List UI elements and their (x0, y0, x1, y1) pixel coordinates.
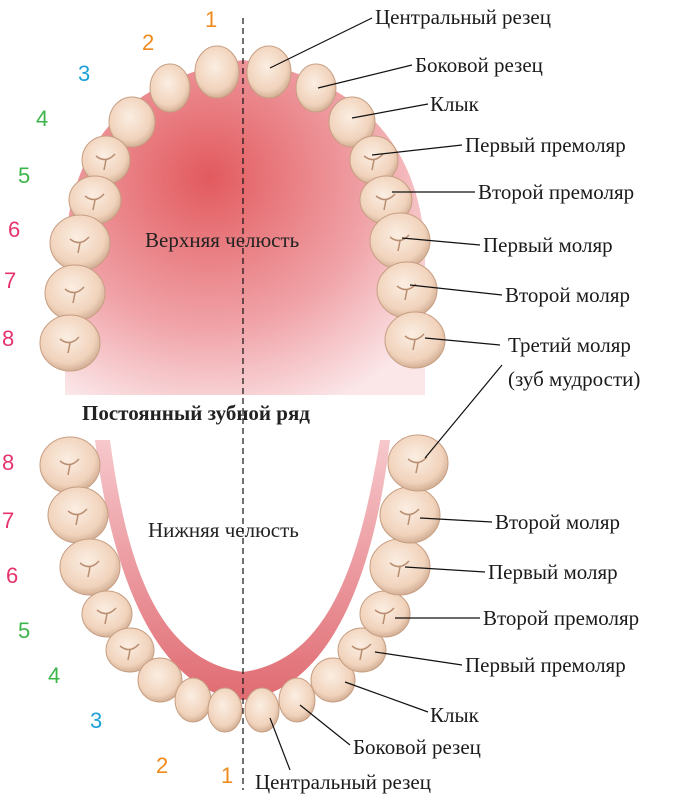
lower-gum (95, 440, 390, 700)
pointer-line (299, 704, 351, 746)
number-upper-3: 3 (78, 61, 90, 86)
label-lower-first-premolar: Первый премоляр (465, 653, 626, 677)
label-lower-central-incisor: Центральный резец (255, 770, 431, 794)
number-upper-6: 6 (8, 217, 20, 242)
number-upper-1: 1 (205, 7, 217, 32)
tooth-groove (59, 458, 80, 476)
tooth-upper-right-canine (328, 96, 376, 148)
tooth-upper-right-central-incisor (246, 45, 292, 99)
number-lower-2: 2 (156, 753, 168, 778)
tooth-groove (69, 236, 90, 254)
tooth-groove (96, 607, 117, 625)
tooth-lower-right-lateral-incisor (278, 677, 316, 723)
tooth-groove (84, 193, 105, 211)
pointer-line (404, 566, 486, 573)
tooth-groove (389, 560, 410, 578)
upper-palate (65, 60, 425, 395)
upper-jaw-label: Верхняя челюсть (145, 228, 299, 252)
tooth-upper-right-lateral-incisor (295, 63, 337, 113)
pointer-line (419, 517, 493, 523)
pointer-line (424, 337, 501, 346)
pointer-line (269, 717, 291, 771)
tooth-groove (351, 643, 372, 661)
pointer-line (424, 364, 503, 459)
tooth-lower-right-central-incisor (244, 687, 280, 733)
number-lower-3: 3 (90, 708, 102, 733)
label-lower-first-molar: Первый моляр (488, 560, 618, 584)
tooth-lower-right-canine (310, 657, 356, 703)
tooth-lower-left-canine (137, 657, 183, 703)
tooth-groove (363, 153, 384, 171)
label-third-molar: Третий моляр (508, 333, 631, 357)
pointer-line (374, 651, 463, 666)
number-lower-4: 4 (48, 663, 60, 688)
label-lower-lateral-incisor: Боковой резец (353, 735, 481, 759)
tooth-groove (67, 508, 88, 526)
number-upper-7: 7 (4, 268, 16, 293)
tooth-groove (95, 153, 116, 171)
number-lower-8: 8 (2, 450, 14, 475)
pointer-line (269, 17, 373, 69)
number-upper-5: 5 (18, 163, 30, 188)
label-lower-second-molar: Второй моляр (495, 510, 620, 534)
tooth-groove (119, 643, 140, 661)
lower-jaw-label: Нижняя челюсть (148, 518, 299, 542)
number-lower-6: 6 (6, 563, 18, 588)
dentition-title: Постоянный зубной ряд (82, 401, 310, 425)
number-upper-4: 4 (36, 106, 48, 131)
label-upper-first-molar: Первый моляр (483, 233, 613, 257)
pointer-line (351, 103, 429, 119)
pointer-line (401, 237, 481, 246)
label-upper-first-premolar: Первый премоляр (465, 133, 626, 157)
pointer-lines (269, 17, 503, 771)
tooth-groove (375, 193, 396, 211)
label-lower-canine: Клык (430, 703, 480, 727)
tooth-groove (399, 508, 420, 526)
number-upper-2: 2 (142, 30, 154, 55)
tooth-groove (59, 336, 80, 354)
number-lower-5: 5 (18, 618, 30, 643)
number-upper-8: 8 (2, 326, 14, 351)
tooth-lower-left-lateral-incisor (174, 677, 212, 723)
tooth-groove (404, 333, 425, 351)
tooth-upper-left-central-incisor (194, 45, 240, 99)
label-upper-canine: Клык (430, 92, 480, 116)
label-upper-central-incisor: Центральный резец (375, 5, 551, 29)
pointer-line (409, 284, 503, 296)
tooth-groove (389, 234, 410, 252)
number-lower-1: 1 (221, 763, 233, 788)
number-lower-7: 7 (2, 508, 14, 533)
teeth-group (39, 45, 449, 733)
label-upper-second-molar: Второй моляр (505, 283, 630, 307)
tooth-lower-left-central-incisor (207, 687, 243, 733)
tooth-groove (64, 286, 85, 304)
pointer-line (371, 144, 463, 156)
tooth-upper-left-lateral-incisor (149, 63, 191, 113)
tooth-groove (79, 560, 100, 578)
label-upper-lateral-incisor: Боковой резец (415, 53, 543, 77)
pointer-line (344, 681, 429, 713)
tooth-upper-left-canine (108, 96, 156, 148)
label-wisdom-tooth: (зуб мудрости) (508, 367, 640, 391)
tooth-groove (407, 456, 428, 474)
label-upper-second-premolar: Второй премоляр (478, 180, 634, 204)
label-lower-second-premolar: Второй премоляр (483, 606, 639, 630)
tooth-groove (374, 607, 395, 625)
pointer-line (317, 64, 413, 89)
